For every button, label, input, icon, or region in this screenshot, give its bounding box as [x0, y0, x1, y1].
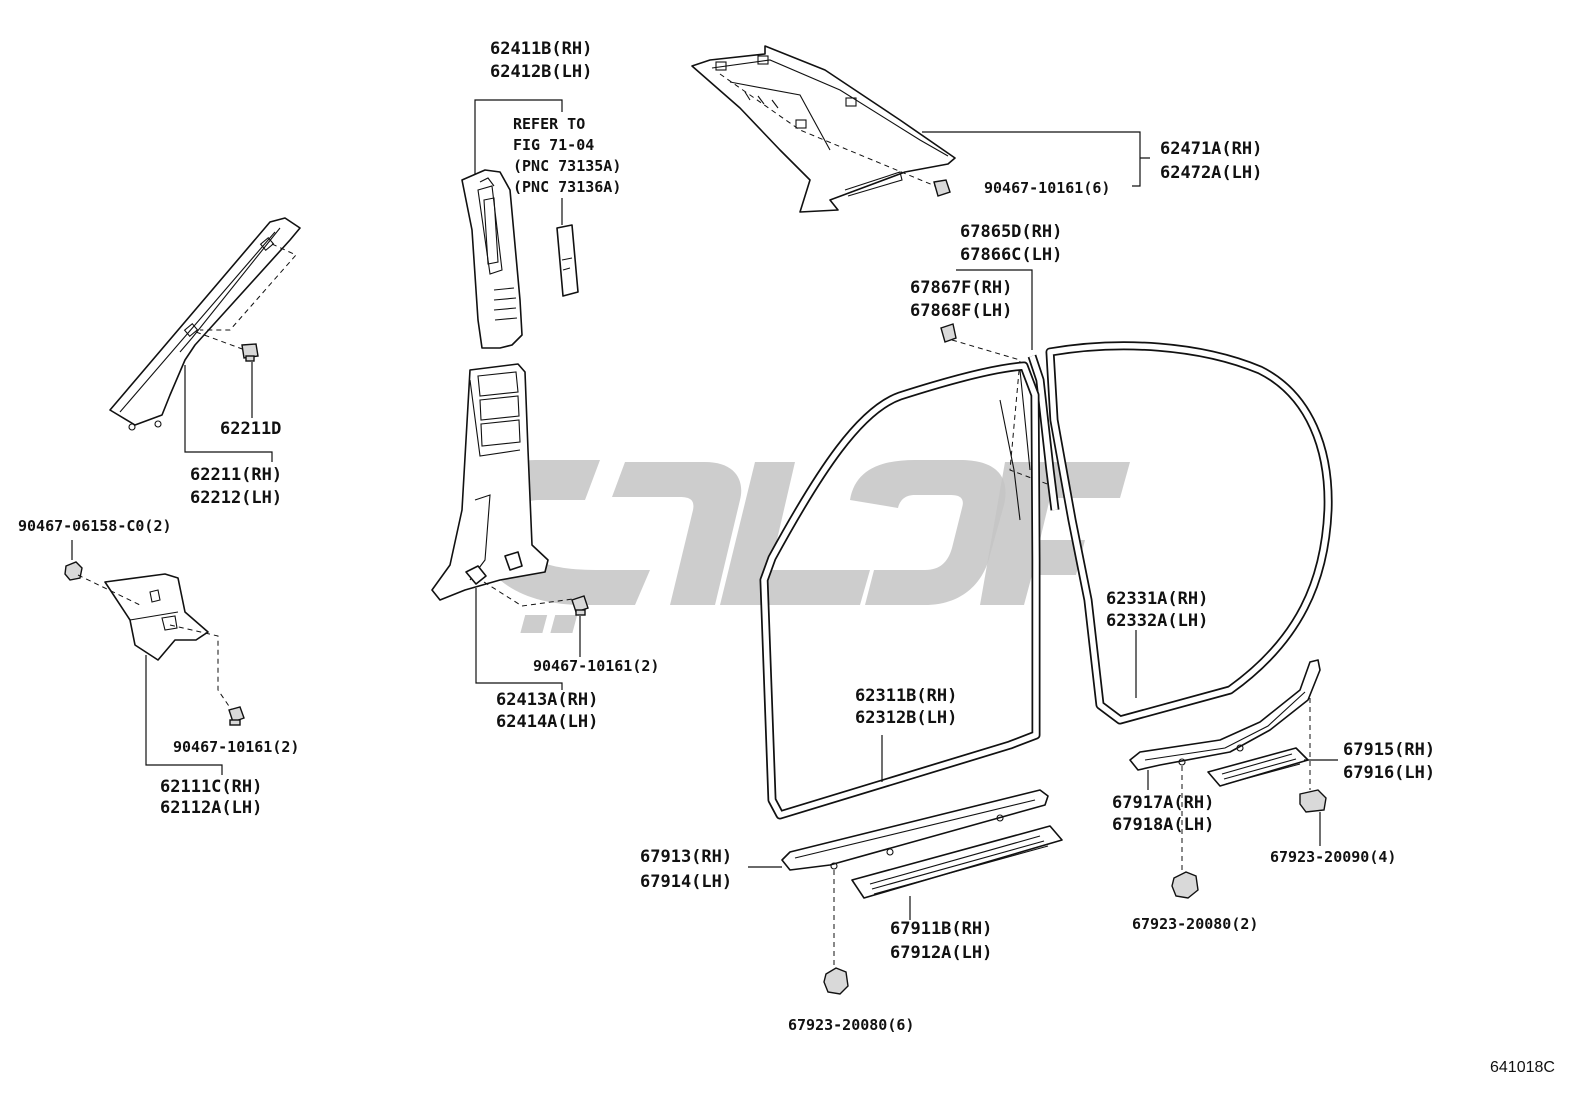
bracket-62413a — [475, 588, 563, 690]
label-62412b-lh: 62412B(LH) — [490, 62, 592, 82]
label-67923-20090: 67923-20090(4) — [1270, 848, 1396, 866]
rear-scuff-plate[interactable] — [1207, 747, 1309, 787]
bracket-67865d — [956, 269, 1033, 350]
label-refer-1: REFER TO — [513, 115, 585, 133]
label-62472a-lh: 62472A(LH) — [1160, 163, 1262, 183]
label-center-clip: 90467-10161(2) — [533, 657, 659, 675]
rear-door-weatherstrip[interactable] — [1045, 341, 1333, 725]
label-62312b-lh: 62312B(LH) — [855, 708, 957, 728]
label-refer-4: (PNC 73136A) — [513, 178, 621, 196]
label-62211-rh: 62211(RH) — [190, 465, 282, 485]
label-67867f-rh: 67867F(RH) — [910, 278, 1012, 298]
label-62332a-lh: 62332A(LH) — [1106, 611, 1208, 631]
center-pillar-lower-garnish[interactable] — [431, 363, 549, 601]
watermark-logo — [470, 460, 1130, 633]
center-pillar-upper-garnish[interactable] — [461, 169, 523, 349]
clip-cowl-90467-10161 — [228, 706, 245, 726]
front-step-cover[interactable] — [781, 789, 1049, 871]
cowl-dash-1 — [77, 574, 141, 606]
label-62212-lh: 62212(LH) — [190, 488, 282, 508]
label-62413a-rh: 62413A(RH) — [496, 690, 598, 710]
label-62331a-rh: 62331A(RH) — [1106, 589, 1208, 609]
label-62414a-lh: 62414A(LH) — [496, 712, 598, 732]
label-62311b-rh: 62311B(RH) — [855, 686, 957, 706]
clip-67923-20090 — [1299, 789, 1327, 813]
label-62411b-rh: 62411B(RH) — [490, 39, 592, 59]
clip-67867f-dash — [951, 339, 1051, 486]
label-67866c-lh: 67866C(LH) — [960, 245, 1062, 265]
label-67915-rh: 67915(RH) — [1343, 740, 1435, 760]
label-67911b-rh: 67911B(RH) — [890, 919, 992, 939]
seatbelt-anchor-cover — [556, 224, 579, 297]
label-cowl-clip: 90467-10161(2) — [173, 738, 299, 756]
clip-67867f — [940, 323, 957, 343]
label-90467-06158: 90467-06158-C0(2) — [18, 517, 172, 535]
label-67918a-lh: 67918A(LH) — [1112, 815, 1214, 835]
center-pillar-weatherstrip[interactable] — [999, 354, 1060, 521]
label-62111c-rh: 62111C(RH) — [160, 777, 262, 797]
cowl-dash-2 — [169, 624, 236, 716]
front-pillar-garnish[interactable] — [109, 217, 301, 431]
clip-67923-20080-front — [823, 967, 849, 995]
label-67865d-rh: 67865D(RH) — [960, 222, 1062, 242]
clip-67923-20080-rear — [1171, 871, 1199, 899]
cowl-side-trim[interactable] — [104, 573, 209, 661]
front-door-weatherstrip[interactable] — [759, 361, 1041, 820]
clip-90467-06158 — [64, 561, 83, 581]
front-scuff-plate[interactable] — [851, 825, 1063, 899]
label-62471a-rh: 62471A(RH) — [1160, 139, 1262, 159]
label-refer-3: (PNC 73135A) — [513, 157, 621, 175]
label-67923-20080-6: 67923-20080(6) — [788, 1016, 914, 1034]
label-67917a-rh: 67917A(RH) — [1112, 793, 1214, 813]
label-refer-2: FIG 71-04 — [513, 136, 594, 154]
center-lower-dash — [483, 581, 581, 607]
label-62211d: 62211D — [220, 419, 281, 439]
clip-62211d — [241, 343, 259, 362]
label-roof-clip: 90467-10161(6) — [984, 179, 1110, 197]
label-67923-20080-2: 67923-20080(2) — [1132, 915, 1258, 933]
label-67916-lh: 67916(LH) — [1343, 763, 1435, 783]
bracket-62471a — [922, 131, 1150, 187]
figure-code: 641018C — [1490, 1059, 1555, 1076]
bracket-62411b — [474, 99, 563, 178]
label-62112a-lh: 62112A(LH) — [160, 798, 262, 818]
label-67912a-lh: 67912A(LH) — [890, 943, 992, 963]
bracket-62211 — [184, 365, 273, 462]
rear-step-cover[interactable] — [1129, 659, 1321, 771]
clip-center-90467-10161 — [571, 595, 589, 616]
label-67913-rh: 67913(RH) — [640, 847, 732, 867]
roof-dash — [719, 73, 941, 189]
clip-roof-90467-10161 — [933, 179, 951, 197]
roof-side-garnish[interactable] — [691, 45, 956, 213]
bracket-62111 — [145, 655, 223, 775]
front-pillar-dash-1 — [200, 243, 297, 331]
label-67914-lh: 67914(LH) — [640, 872, 732, 892]
label-67868f-lh: 67868F(LH) — [910, 301, 1012, 321]
